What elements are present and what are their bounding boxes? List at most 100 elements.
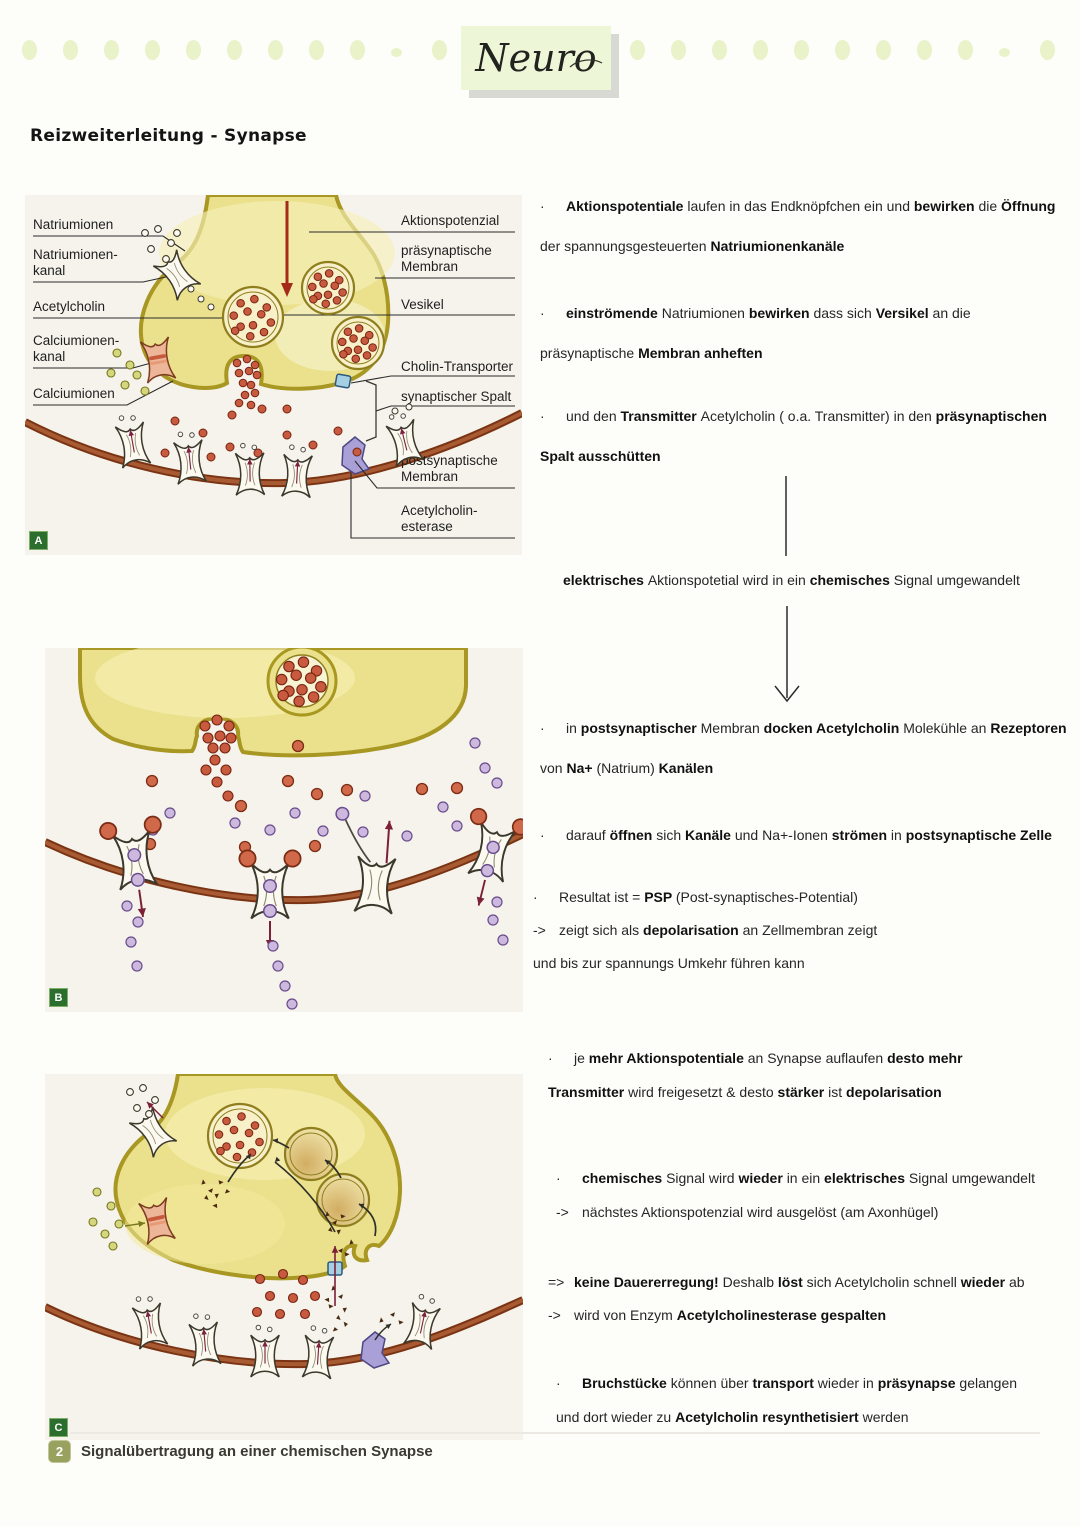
recycle-arrow (359, 1203, 365, 1209)
transmitter-dot (230, 326, 240, 336)
sodium-ion (126, 1088, 134, 1096)
transmitter-dot (297, 1274, 309, 1286)
note-line: Spalt ausschütten (540, 448, 661, 464)
transmitter-dot (225, 732, 237, 744)
sodium-ion (147, 245, 155, 253)
transmitter-dot (242, 354, 252, 364)
sodium-ion (133, 1104, 141, 1112)
caption-text: Signalübertragung an einer chemischen Sy… (81, 1443, 433, 1460)
note-aktionspotentiale: ·Aktionspotentiale laufen in das Endknöp… (540, 186, 1055, 266)
decorative-dot (671, 40, 686, 60)
transmitter-dot (287, 1292, 299, 1304)
transmitter-dot (415, 782, 429, 796)
transmitter-dot (243, 307, 252, 316)
transmitter-dot (319, 279, 328, 288)
recycle-arrow (325, 1160, 331, 1165)
transmitter-dot (225, 442, 235, 452)
transmitter-fragment (398, 1320, 404, 1325)
note-line: Transmitter wird freigesetzt & desto stä… (548, 1084, 942, 1100)
transmitter-fragment (324, 1297, 330, 1303)
sodium-ion (279, 980, 291, 992)
note-line: ·und den Transmitter Acetylcholin ( o.a.… (540, 396, 1047, 436)
transmitter-fragment (204, 1194, 209, 1201)
subject-title-box: Neuro (461, 26, 611, 90)
transmitter-dot (339, 349, 348, 359)
transmitter-dot (313, 272, 323, 282)
transmitter-dot (293, 695, 305, 708)
cholin-transporter (334, 373, 352, 389)
transmitter-dot (308, 440, 318, 450)
deflect-path (343, 817, 372, 863)
transmitter-dot (202, 732, 214, 744)
transmitter-dot (299, 1308, 311, 1320)
calcium-ion (106, 1201, 116, 1211)
note-marker: · (540, 198, 545, 214)
transmitter-fragment (349, 1239, 354, 1245)
ion-flow-arrow (137, 907, 146, 917)
receptor-channel (172, 431, 208, 486)
label-synaptischer-spalt: synaptischer Spalt (401, 389, 512, 404)
sodium-ion (162, 255, 170, 263)
flow-arrow-down (774, 606, 800, 703)
transmitter-dot (234, 368, 244, 378)
transmitter-dot (262, 303, 272, 312)
transmitter-fragment (379, 1317, 384, 1323)
transmitter-dot (340, 783, 354, 797)
vesicle (330, 315, 386, 371)
transmitter-fragment (332, 1327, 339, 1332)
transmitter-dot (362, 351, 372, 360)
receptor-channel (99, 815, 162, 918)
action-potential-arrow (281, 201, 293, 297)
docked-transmitter (283, 849, 302, 868)
figure-caption: 2 Signalübertragung an einer chemischen … (48, 1440, 433, 1463)
calcium-ion (92, 1187, 102, 1197)
sodium-ion (437, 801, 449, 813)
transmitter-dot (251, 1306, 263, 1318)
label-calciumionen: Calciumionen (33, 386, 115, 401)
ion-flow-arrow (147, 1102, 154, 1109)
transmitter-dot (343, 327, 353, 337)
transmitter-dot (308, 839, 322, 853)
sodium-ion (289, 807, 301, 819)
transmitter-dot (245, 331, 255, 341)
ion-dot (135, 1296, 142, 1302)
vesicle-inner-ring (336, 321, 380, 365)
transmitter-fragment (338, 1248, 343, 1253)
note-line: ·Bruchstücke können über transport wiede… (556, 1366, 1017, 1400)
sodium-ion (391, 407, 399, 415)
ion-dot (204, 1314, 211, 1320)
sodium-ion (263, 904, 277, 918)
decorative-dot (63, 40, 78, 60)
label-acetylcholinesterase-1: Acetylcholin- (401, 503, 478, 518)
ion-dot (300, 446, 306, 453)
transmitter-dot (274, 1308, 286, 1320)
transmitter-dot (229, 1125, 239, 1135)
sodium-ion (267, 940, 279, 952)
sodium-ion (173, 229, 181, 237)
decorative-dot (1040, 40, 1055, 60)
transmitter-dot (332, 296, 342, 305)
transmitter-dot (351, 354, 361, 364)
transmitter-dot (277, 1268, 289, 1280)
decorative-dot (309, 40, 324, 60)
note-chemisch-zu-elektrisch: ·chemisches Signal wird wieder in ein el… (556, 1161, 1035, 1229)
flourish-stroke (569, 59, 603, 68)
decorative-dot (794, 40, 809, 60)
docked-transmitter (238, 849, 257, 868)
transmitter-dot (338, 288, 347, 297)
vesicle-inner-ring (306, 266, 350, 310)
note-rezeptoren-docken: ·in postsynaptischer Membran docken Acet… (540, 708, 1067, 788)
label-natriumionenkanal-2: kanal (33, 263, 65, 278)
note-marker: · (556, 1170, 561, 1186)
calcium-ion (140, 386, 150, 396)
note-line: präsynaptische Membran anheften (540, 345, 763, 361)
sodium-ion (405, 403, 413, 411)
ion-dot (130, 415, 136, 421)
caption-number-badge: 2 (48, 1440, 71, 1463)
receptor-channel (131, 1296, 169, 1350)
transmitter-fragment (328, 1304, 334, 1309)
note-marker: => (548, 1274, 565, 1290)
figure-a-synapse-overview: Natriumionen Natriumionen- kanal Acetylc… (25, 195, 522, 555)
decorative-dot (268, 40, 283, 60)
transmitter-dot (248, 320, 258, 330)
